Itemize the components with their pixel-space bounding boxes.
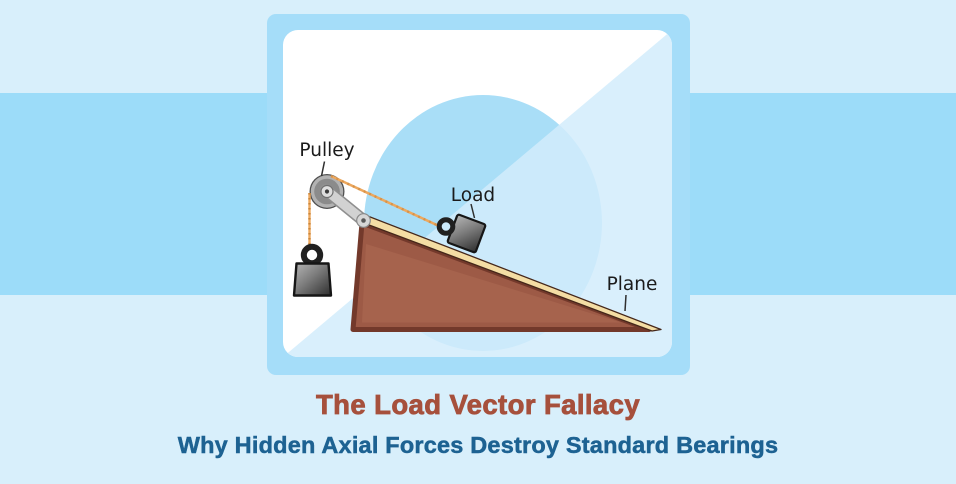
hanging-weight (292, 243, 333, 297)
infographic-title: The Load Vector Fallacy (315, 389, 641, 420)
load-leader-line (470, 203, 476, 219)
plane-label: Plane (607, 274, 658, 295)
pulley-label: Pulley (299, 140, 354, 161)
incline-triangle-highlight (362, 244, 621, 323)
weight-hook-ring (300, 243, 324, 267)
infographic-subtitle: Why Hidden Axial Forces Destroy Standard… (177, 432, 779, 459)
plane-leader-line (624, 294, 627, 312)
weight-block (292, 262, 333, 297)
leader-lines (320, 161, 627, 312)
load-block (446, 213, 487, 254)
rope-to-load (330, 174, 441, 228)
inclined-plane (350, 210, 662, 332)
load-hook-ring (436, 217, 456, 236)
pulley-arm (319, 183, 371, 228)
load-label: Load (451, 185, 495, 206)
load-block-group (436, 213, 487, 254)
pulley-leader-line (320, 161, 326, 177)
